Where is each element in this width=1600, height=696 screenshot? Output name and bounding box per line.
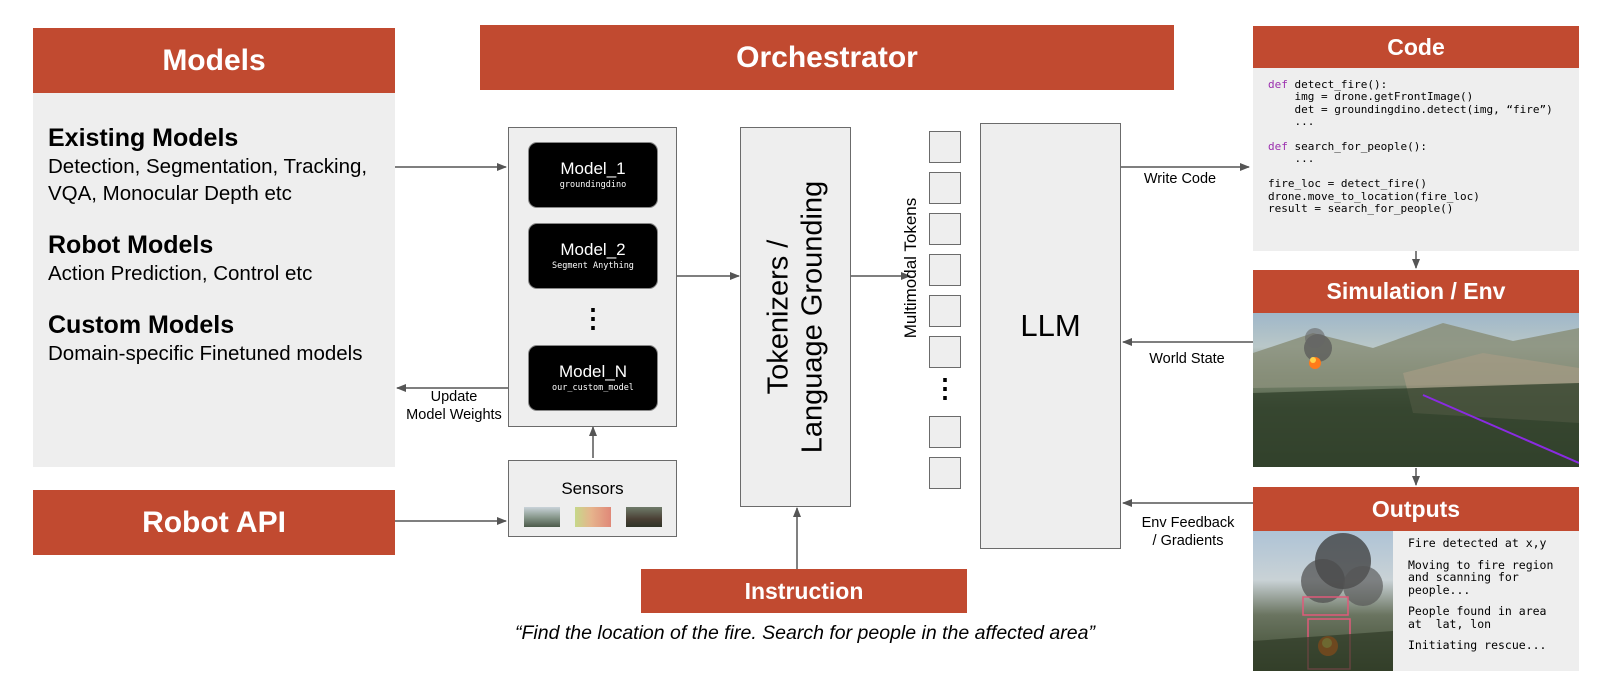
models-panel: Existing Models Detection, Segmentation,… bbox=[33, 93, 395, 467]
multimodal-tokens-label: Multimodal Tokens bbox=[901, 197, 921, 339]
code-line: ... bbox=[1268, 153, 1579, 165]
token-cell bbox=[929, 254, 961, 286]
code-text: search_for_people(): bbox=[1287, 140, 1427, 154]
code-text: det = groundingdino.detect(img, “fire”) bbox=[1268, 102, 1553, 116]
tokenizer-box: Tokenizers / Language Grounding bbox=[740, 127, 851, 507]
tokenizer-label-line: Tokenizers / bbox=[762, 239, 795, 395]
update-label-line: Update bbox=[430, 389, 478, 405]
code-text bbox=[1268, 165, 1275, 178]
sensor-thumbnails bbox=[509, 507, 676, 527]
env-feedback-line: / Gradients bbox=[1152, 533, 1224, 549]
orchestrator-banner: Orchestrator bbox=[480, 25, 1174, 90]
sensor-thumbnail-heatmap bbox=[574, 507, 611, 527]
sensor-thumbnail-terrain bbox=[625, 507, 662, 527]
token-cell bbox=[929, 172, 961, 204]
output-message: People found in area at lat, lon bbox=[1408, 604, 1547, 631]
models-panel-title: Models bbox=[33, 28, 395, 93]
code-line: def search_for_people(): bbox=[1268, 140, 1579, 154]
token-stack: ⋮ bbox=[929, 131, 963, 491]
code-text: img = drone.getFrontImage() bbox=[1268, 90, 1474, 104]
code-line: img = drone.getFrontImage() bbox=[1268, 91, 1579, 103]
write-code-label: Write Code bbox=[1143, 171, 1217, 187]
tokens-ellipsis: ⋮ bbox=[932, 373, 958, 403]
token-cell bbox=[929, 457, 961, 489]
model-group-existing: Existing Models Detection, Segmentation,… bbox=[48, 123, 380, 207]
token-cell bbox=[929, 131, 961, 163]
code-keyword: def bbox=[1268, 140, 1288, 154]
code-line: drone.move_to_location(fire_loc) bbox=[1268, 189, 1579, 203]
simulation-scene-image bbox=[1253, 313, 1579, 467]
code-keyword: def bbox=[1268, 78, 1288, 91]
code-line: ... bbox=[1268, 116, 1579, 128]
model-card-sub: our_custom_model bbox=[552, 383, 634, 393]
code-block: def detect_fire(): img = drone.getFrontI… bbox=[1268, 78, 1579, 216]
outputs-panel-title: Outputs bbox=[1253, 487, 1579, 531]
world-state-label: World State bbox=[1149, 351, 1225, 367]
sensor-thumbnail-forest bbox=[523, 507, 560, 527]
simulation-scene-drawing bbox=[1253, 323, 1579, 467]
sensors-box: Sensors bbox=[508, 460, 677, 537]
update-label-line: Model Weights bbox=[406, 407, 502, 423]
model-card: Model_2 Segment Anything bbox=[528, 223, 658, 289]
model-group-custom: Custom Models Domain-specific Finetuned … bbox=[48, 310, 380, 367]
outputs-scene-image bbox=[1253, 531, 1393, 671]
model-card-sub: groundingdino bbox=[559, 180, 627, 190]
model-group-title: Robot Models bbox=[48, 231, 214, 259]
code-text: detect_fire(): bbox=[1287, 78, 1388, 91]
sensors-title: Sensors bbox=[561, 479, 624, 498]
code-text: ... bbox=[1268, 115, 1315, 129]
robot-api-box: Robot API bbox=[33, 490, 395, 555]
model-card: Model_1 groundingdino bbox=[528, 142, 658, 208]
token-cell bbox=[929, 213, 961, 245]
model-card: Model_N our_custom_model bbox=[528, 345, 658, 411]
token-cell bbox=[929, 295, 961, 327]
tokenizer-label-line: Language Grounding bbox=[796, 180, 829, 454]
model-group-title: Existing Models bbox=[48, 124, 239, 152]
update-weights-label: Update Model Weights bbox=[398, 388, 510, 424]
code-text bbox=[1268, 128, 1275, 141]
code-line: def detect_fire(): bbox=[1268, 78, 1579, 91]
code-panel-title: Code bbox=[1253, 26, 1579, 68]
code-text: drone.move_to_location(fire_loc) bbox=[1268, 189, 1480, 203]
code-line: det = groundingdino.detect(img, “fire”) bbox=[1268, 102, 1579, 116]
code-text: fire_loc = detect_fire() bbox=[1268, 177, 1427, 191]
model-group-desc: Domain-specific Finetuned models bbox=[48, 342, 363, 365]
token-cell bbox=[929, 336, 961, 368]
instruction-box: Instruction bbox=[641, 569, 967, 613]
model-group-title: Custom Models bbox=[48, 311, 235, 339]
model-card-name: Model_2 bbox=[560, 240, 626, 259]
output-message: Initiating rescue... bbox=[1408, 638, 1547, 652]
model-card-name: Model_1 bbox=[560, 159, 626, 178]
env-feedback-label: Env Feedback / Gradients bbox=[1128, 514, 1248, 550]
simulation-panel-title: Simulation / Env bbox=[1253, 270, 1579, 313]
code-text: result = search_for_people() bbox=[1268, 202, 1454, 216]
code-line: fire_loc = detect_fire() bbox=[1268, 178, 1579, 190]
model-cards-ellipsis: ⋮ bbox=[580, 303, 606, 333]
output-message: Fire detected at x,y bbox=[1408, 536, 1547, 550]
model-group-robot: Robot Models Action Prediction, Control … bbox=[48, 230, 380, 287]
model-card-sub: Segment Anything bbox=[552, 261, 634, 271]
code-text: ... bbox=[1268, 152, 1315, 166]
token-cell bbox=[929, 416, 961, 448]
output-message: Moving to fire region and scanning for p… bbox=[1408, 557, 1554, 597]
llm-box: LLM bbox=[980, 123, 1121, 549]
model-card-name: Model_N bbox=[558, 362, 628, 381]
outputs-scene-drawing bbox=[1253, 533, 1393, 671]
code-line: result = search_for_people() bbox=[1268, 202, 1579, 216]
model-group-desc: Action Prediction, Control etc bbox=[48, 262, 313, 285]
model-group-desc: Detection, Segmentation, Tracking, VQA, … bbox=[48, 155, 368, 205]
code-panel: def detect_fire(): img = drone.getFrontI… bbox=[1253, 68, 1579, 251]
env-feedback-line: Env Feedback bbox=[1141, 515, 1235, 531]
instruction-text: “Find the location of the fire. Search f… bbox=[515, 622, 1095, 644]
